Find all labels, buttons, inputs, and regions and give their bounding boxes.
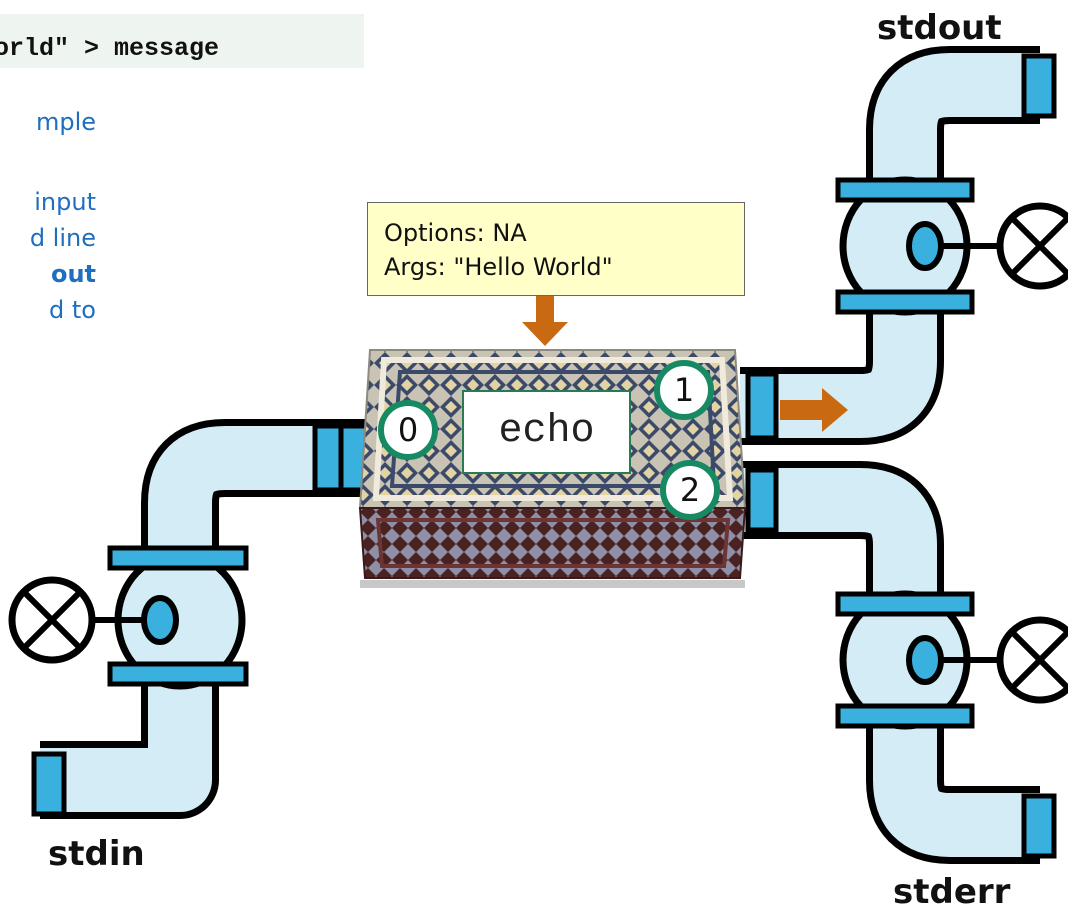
output-arrow-icon <box>780 388 848 432</box>
note-line-bold: out <box>50 260 96 288</box>
note-line: d line <box>29 224 96 252</box>
callout-args: Args: "Hello World" <box>384 253 613 281</box>
stdin-label: stdin <box>48 834 145 874</box>
stdout-valve <box>835 176 1068 316</box>
flange <box>312 423 344 493</box>
stdin-valve <box>8 545 249 690</box>
fd-stdout-badge: 1 <box>654 360 714 420</box>
program-name: echo <box>462 390 631 474</box>
valve-wheel-icon <box>996 616 1068 704</box>
note-line: mple <box>35 108 96 136</box>
stderr-label: stderr <box>893 872 1011 912</box>
args-arrow-icon <box>522 296 568 346</box>
fd-stderr-badge: 2 <box>660 460 720 520</box>
flange <box>31 751 67 817</box>
flange <box>745 467 779 533</box>
callout-box: Options: NA Args: "Hello World" <box>367 202 745 296</box>
fd-stdin-badge: 0 <box>378 400 438 460</box>
note-line: d to <box>49 296 96 324</box>
note-line: input <box>34 188 96 216</box>
flange <box>745 371 779 441</box>
command-line: orld" > message <box>0 14 364 68</box>
stderr-valve <box>835 590 1068 730</box>
flange <box>1021 53 1057 119</box>
flange <box>1021 793 1057 859</box>
valve-wheel-icon <box>996 202 1068 290</box>
stdout-label: stdout <box>877 8 1002 48</box>
command-text: orld" > message <box>0 34 220 63</box>
callout-options: Options: NA <box>384 219 527 247</box>
stdin-pipe <box>31 419 370 819</box>
